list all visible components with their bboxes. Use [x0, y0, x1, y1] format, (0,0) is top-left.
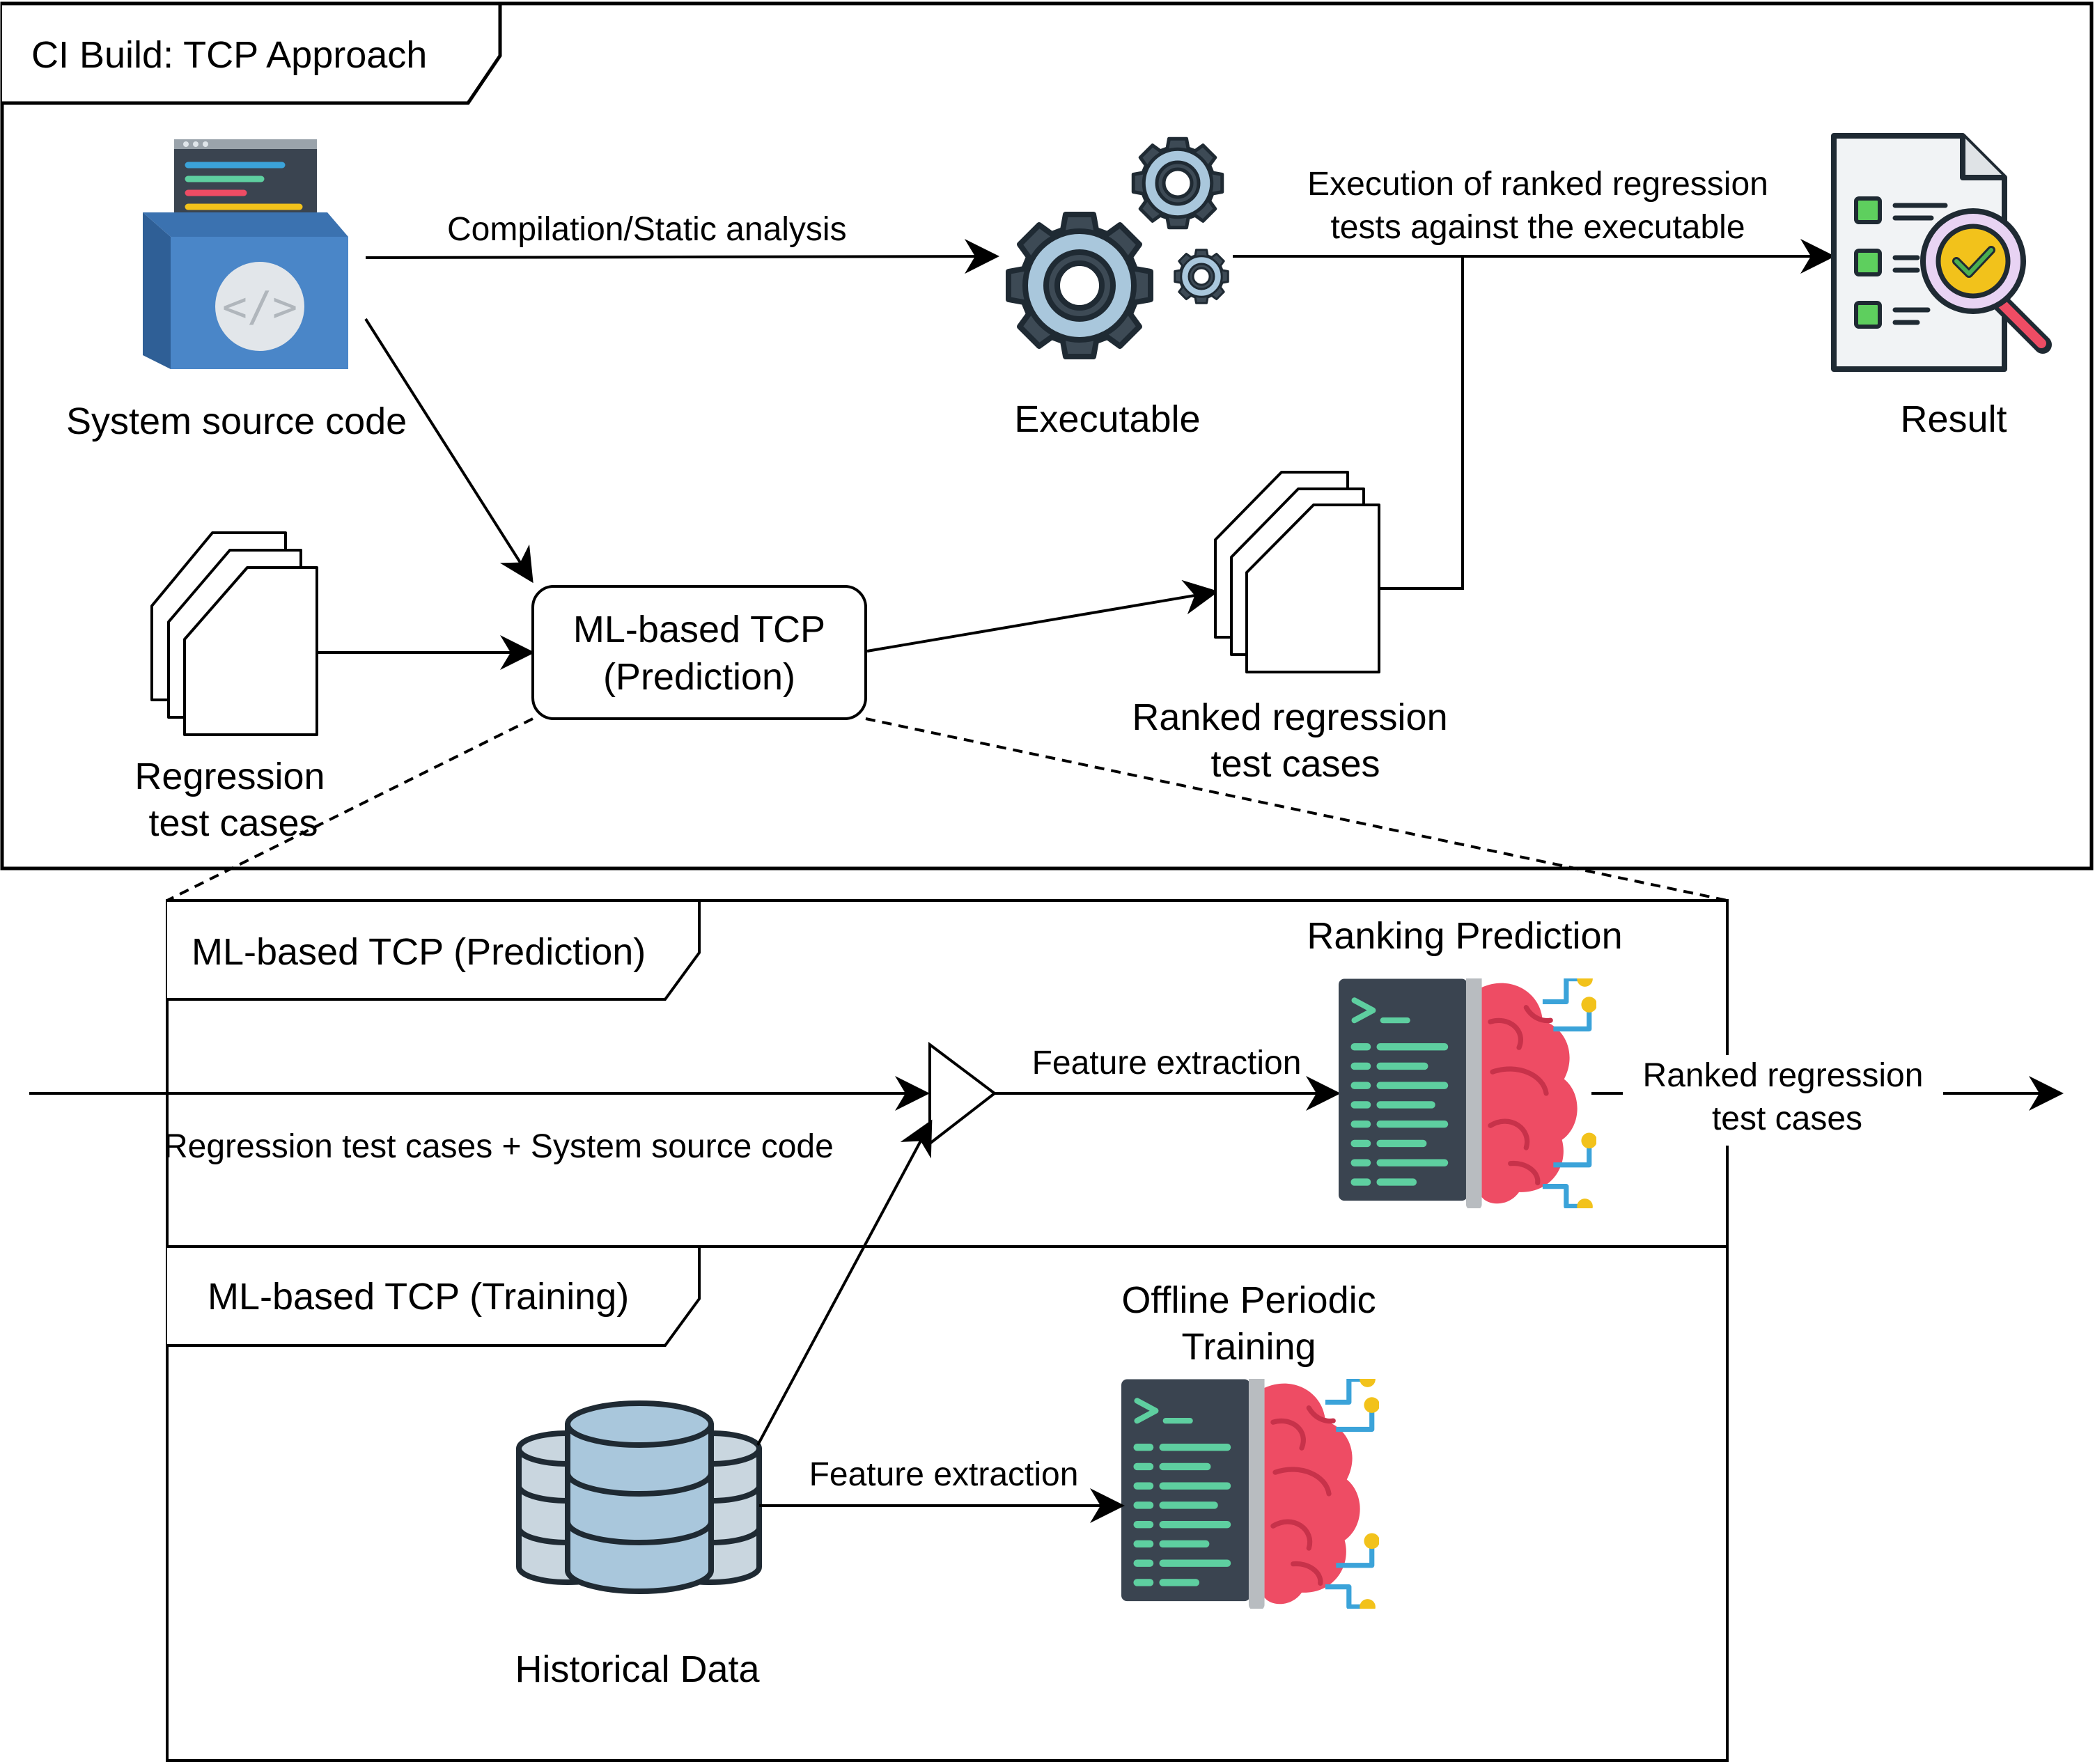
execution-label-line1: Execution of ranked regression [1307, 166, 1768, 203]
compile-label: Compilation/Static analysis [447, 211, 847, 248]
zoom-line-right [865, 717, 1728, 902]
tcp-to-ranked-arrow [866, 579, 1219, 653]
ci-build-title: CI Build: TCP Approach [31, 34, 427, 76]
code-folder-icon: </> [143, 139, 348, 369]
input-label: Regression test cases + System source co… [164, 1128, 834, 1165]
execution-label-line2: tests against the executable [1330, 209, 1745, 246]
feature-label-prediction: Feature extraction [1032, 1045, 1302, 1082]
ranked-label-line1: Ranked regression [1132, 696, 1447, 738]
feature-label-training: Feature extraction [809, 1456, 1079, 1493]
tcp-box-line1: ML-based TCP [573, 609, 825, 650]
ml-detail-panel: ML-based TCP (Prediction) Regression tes… [29, 899, 2064, 1762]
ranking-prediction-label: Ranking Prediction [1307, 915, 1622, 957]
ranked-docs-icon [1214, 471, 1380, 673]
training-title-tab [167, 1245, 701, 1347]
offline-label-line1: Offline Periodic [1121, 1279, 1376, 1321]
merge-triangle [928, 1041, 997, 1147]
historical-to-merge-arrow [756, 1119, 933, 1446]
prediction-title: ML-based TCP (Prediction) [192, 931, 646, 973]
tcp-box-line2: (Prediction) [603, 656, 795, 698]
training-title: ML-based TCP (Training) [208, 1276, 629, 1318]
ci-build-title-tab [2, 1, 502, 105]
executable-label: Executable [1014, 398, 1200, 440]
output-label-bg [1623, 1055, 1943, 1146]
tcp-prediction-box[interactable] [531, 585, 867, 720]
ranked-to-execution-line [1379, 256, 1464, 590]
historical-label: Historical Data [515, 1648, 760, 1690]
output-label-line1: Ranked regression [1643, 1057, 1924, 1094]
regression-label-line2: test cases [148, 802, 318, 844]
gears-icon [1008, 139, 1229, 357]
terminal-brain-icon [1339, 970, 1597, 1214]
document-stack-icon [150, 531, 318, 736]
ranked-label-line2: test cases [1210, 743, 1380, 785]
offline-label-line2: Training [1181, 1326, 1316, 1368]
terminal-brain-icon-training [1121, 1371, 1380, 1614]
source-to-tcp-arrow [364, 318, 534, 584]
database-icon [516, 1400, 762, 1594]
ci-build-frame [0, 1, 2094, 871]
source-code-label: System source code [66, 400, 407, 442]
ci-build-panel: CI Build: TCP Approach </> System source… [0, 1, 2094, 871]
output-label-line2: test cases [1712, 1100, 1862, 1137]
compile-arrow [365, 239, 999, 274]
zoom-line-left [166, 717, 534, 902]
result-label: Result [1900, 398, 2007, 440]
checklist-magnifier-icon [1831, 133, 2052, 372]
prediction-title-tab [167, 899, 701, 1001]
regression-label-line1: Regression [134, 756, 325, 797]
svg-text:</>: </> [222, 283, 297, 331]
